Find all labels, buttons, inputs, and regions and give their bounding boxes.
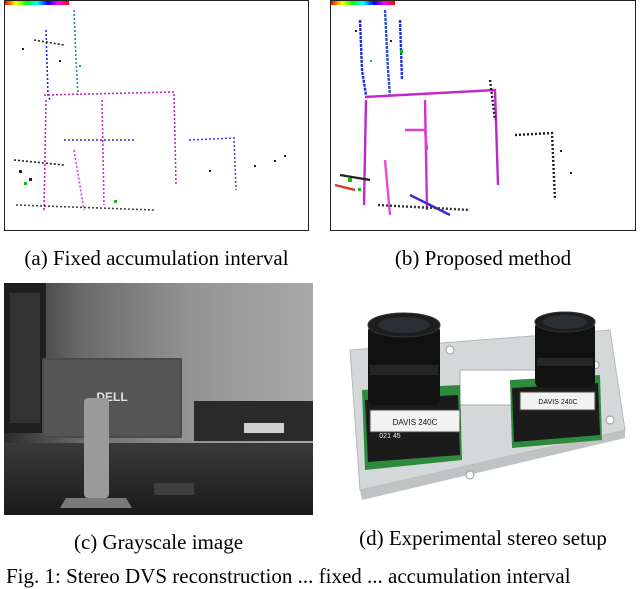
left-camera-id: 021 45 <box>379 433 401 440</box>
panel-a-caption: (a) Fixed accumulation interval <box>24 246 289 270</box>
panel-c-caption: (c) Grayscale image <box>73 530 244 554</box>
panel-c-svg: DELL <box>4 283 313 515</box>
panel-a-svg <box>4 0 309 231</box>
outlet <box>244 423 284 433</box>
panel-a-event-frame <box>4 0 309 231</box>
panel-d-svg: DAVIS 240C 021 45 DAVIS 240C <box>349 311 626 500</box>
panel-c-grayscale-image: DELL <box>4 283 313 515</box>
panel-b-svg <box>330 0 636 231</box>
panel-d-stereo-setup-photo: DAVIS 240C 021 45 DAVIS 240C <box>340 310 640 510</box>
color-bar <box>5 1 69 5</box>
panel-d-caption: (d) Experimental stereo setup <box>359 526 607 550</box>
left-camera-label: DAVIS 240C <box>393 418 438 427</box>
right-camera-label: DAVIS 240C <box>538 399 577 406</box>
panel-b-event-frame <box>330 0 636 231</box>
panel-b-caption: (b) Proposed method <box>394 246 572 270</box>
color-bar <box>331 1 395 5</box>
